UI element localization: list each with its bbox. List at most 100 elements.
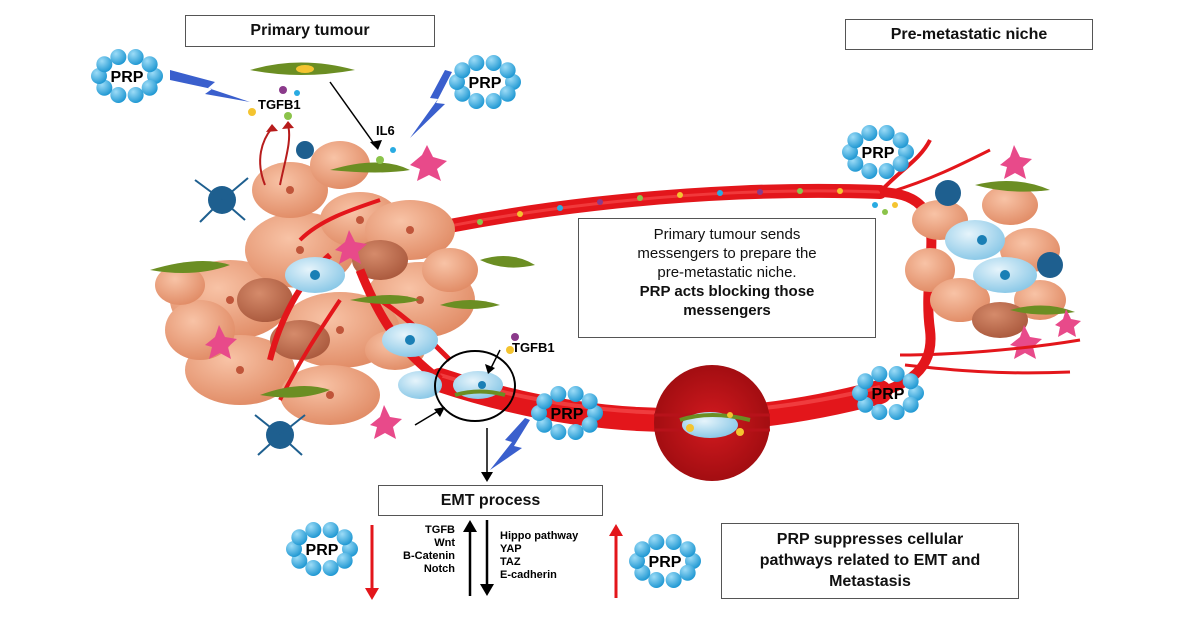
suppress-line-1: PRP suppresses cellular xyxy=(776,531,964,548)
prp-molecule xyxy=(902,396,919,413)
prp-cluster-top-left: PRP xyxy=(91,48,163,104)
prp-molecule xyxy=(878,163,895,180)
prp-molecule xyxy=(468,93,485,110)
top-fibroblast xyxy=(250,62,355,75)
suppress-line-2: pathways related to EMT and xyxy=(759,552,981,569)
prp-molecule xyxy=(322,560,339,577)
prp-cluster-bottom-right: PRP xyxy=(629,533,701,589)
prp-molecule xyxy=(679,541,696,558)
prp-molecule xyxy=(322,521,339,538)
prp-label: PRP xyxy=(551,406,584,423)
prp-clusters: PRP PRP PRP PRP PRP PRP PRP xyxy=(91,48,924,589)
prp-molecule xyxy=(648,572,665,589)
primary-tumour-mass xyxy=(150,141,535,456)
prp-molecule xyxy=(679,564,696,581)
prp-cluster-niche-top: PRP xyxy=(842,124,914,180)
pathway-up-2: YAP xyxy=(500,543,522,555)
prp-molecule xyxy=(892,155,909,172)
pathway-down-4: Notch xyxy=(423,563,455,575)
prp-molecule xyxy=(468,54,485,71)
prp-molecule xyxy=(857,373,874,390)
prp-label: PRP xyxy=(862,145,895,162)
prp-molecule xyxy=(141,56,158,73)
prp-molecule xyxy=(567,424,584,441)
prp-molecule xyxy=(871,365,888,382)
prp-molecule xyxy=(871,404,888,421)
prp-molecule xyxy=(96,56,113,73)
messenger-explanation-box: Primary tumour sends messengers to prepa… xyxy=(578,218,876,338)
vessel-cross-section xyxy=(654,365,770,481)
prp-molecule xyxy=(499,85,516,102)
prp-molecule xyxy=(485,93,502,110)
messenger-line-3: pre-metastatic niche. xyxy=(657,264,797,281)
pathway-up-1: Hippo pathway xyxy=(500,530,579,542)
messenger-line-2: messengers to prepare the xyxy=(637,245,817,262)
prp-cluster-bottom-left: PRP xyxy=(286,521,358,577)
prp-molecule xyxy=(892,132,909,149)
pathways-up-list: Hippo pathway YAP TAZ E-cadherin xyxy=(500,530,610,582)
pathway-down-1: TGFB xyxy=(425,524,455,536)
prp-label: PRP xyxy=(111,69,144,86)
suppress-line-3: Metastasis xyxy=(829,573,911,590)
pre-metastatic-niche-label: Pre-metastatic niche xyxy=(845,19,1093,50)
prp-molecule xyxy=(127,87,144,104)
pathway-down-2: Wnt xyxy=(434,537,455,549)
prp-molecule xyxy=(291,529,308,546)
pathway-arrows xyxy=(365,520,623,600)
prp-label: PRP xyxy=(872,386,905,403)
prp-label: PRP xyxy=(306,542,339,559)
messenger-line-1: Primary tumour sends xyxy=(653,226,801,243)
prp-molecule xyxy=(110,87,127,104)
prp-molecule xyxy=(888,365,905,382)
messenger-bold-1: PRP acts blocking those xyxy=(639,283,815,300)
prp-molecule xyxy=(861,163,878,180)
prp-molecule xyxy=(878,124,895,141)
prp-molecule xyxy=(550,424,567,441)
tgfb1-label-mid: TGFB1 xyxy=(512,340,555,355)
prp-molecule xyxy=(665,572,682,589)
pathway-down-3: B-Catenin xyxy=(403,550,455,562)
prp-molecule xyxy=(648,533,665,550)
prp-label: PRP xyxy=(649,554,682,571)
prp-molecule xyxy=(634,541,651,558)
prp-molecule xyxy=(581,393,598,410)
prp-molecule xyxy=(861,124,878,141)
prp-cluster-niche-bottom: PRP xyxy=(852,365,924,421)
il6-label: IL6 xyxy=(376,123,395,138)
prp-molecule xyxy=(141,79,158,96)
messenger-bold-2: messengers xyxy=(683,302,771,319)
messenger-dots xyxy=(477,188,898,225)
pathway-up-4: E-cadherin xyxy=(500,569,557,581)
lightning-bolts xyxy=(170,70,530,470)
prp-molecule xyxy=(581,416,598,433)
prp-molecule xyxy=(550,385,567,402)
primary-tumour-label: Primary tumour xyxy=(185,15,435,47)
prp-molecule xyxy=(485,54,502,71)
pathways-down-list: TGFB Wnt B-Catenin Notch xyxy=(380,524,455,576)
prp-molecule xyxy=(902,373,919,390)
prp-cluster-top-center: PRP xyxy=(449,54,521,110)
prp-label: PRP xyxy=(469,75,502,92)
prp-molecule xyxy=(536,393,553,410)
prp-molecule xyxy=(847,132,864,149)
prp-molecule xyxy=(336,552,353,569)
prp-molecule xyxy=(665,533,682,550)
prp-molecule xyxy=(567,385,584,402)
suppress-explanation-box: PRP suppresses cellular pathways related… xyxy=(721,523,1019,599)
emt-process-label: EMT process xyxy=(378,485,603,516)
metastatic-niche-mass xyxy=(878,139,1081,375)
prp-molecule xyxy=(305,560,322,577)
prp-molecule xyxy=(336,529,353,546)
emt-cell xyxy=(434,350,516,422)
tgfb1-label-top: TGFB1 xyxy=(258,97,301,112)
prp-molecule xyxy=(499,62,516,79)
prp-molecule xyxy=(888,404,905,421)
prp-molecule xyxy=(127,48,144,65)
prp-molecule xyxy=(454,62,471,79)
prp-molecule xyxy=(305,521,322,538)
prp-cluster-vessel: PRP xyxy=(531,385,603,441)
prp-molecule xyxy=(110,48,127,65)
pathway-up-3: TAZ xyxy=(500,556,521,568)
